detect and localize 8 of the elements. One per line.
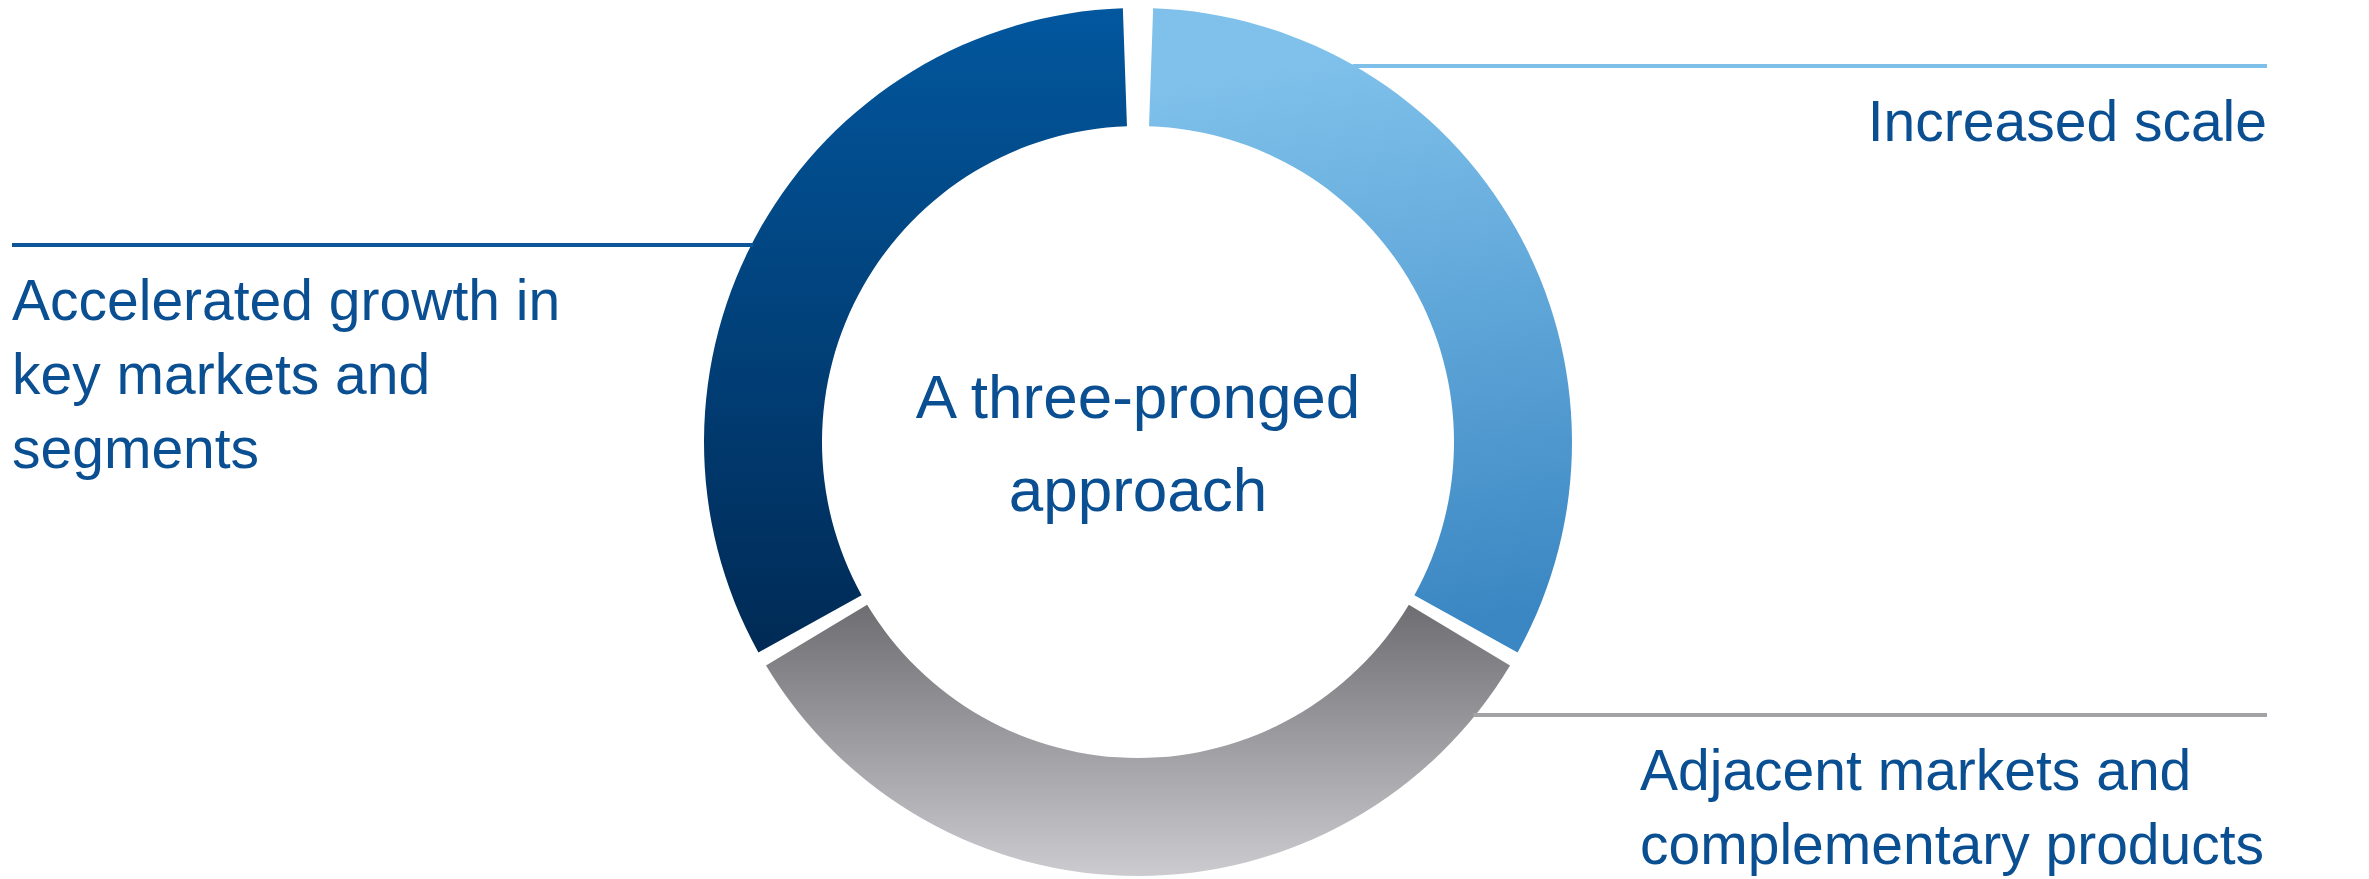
center-title: A three-pronged approach — [914, 361, 1362, 526]
ring-segment — [766, 604, 1510, 876]
leader-line — [1473, 713, 2267, 717]
segment-caption: Adjacent markets and complementary products — [1640, 715, 2360, 879]
segment-caption: Accelerated growth in key markets and segments — [12, 245, 652, 486]
leader-line — [1352, 64, 2267, 68]
segment-caption: Increased scale — [1700, 66, 2267, 159]
leader-line — [12, 243, 754, 247]
